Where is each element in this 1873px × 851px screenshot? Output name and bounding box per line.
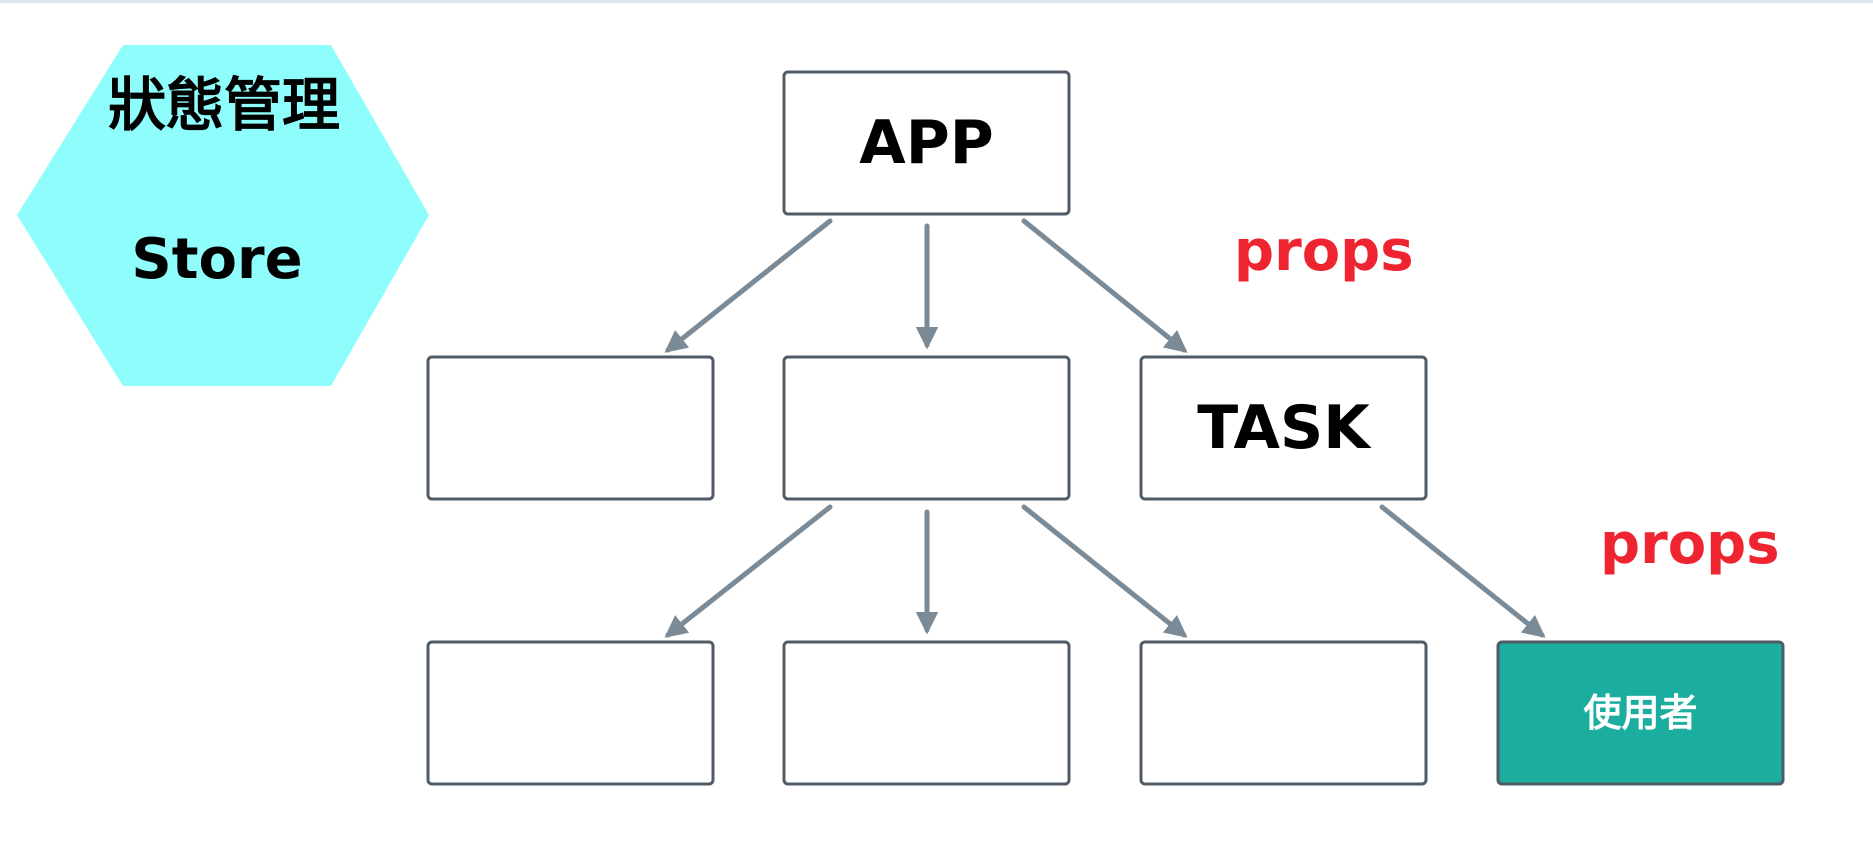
edge-label-app-to-task: props — [1234, 219, 1414, 284]
node-level1-left — [426, 355, 715, 501]
arrow-level1-middle-to-level2-a — [664, 504, 833, 638]
edge-labels-layer: props props — [1234, 219, 1780, 577]
node-label-task: TASK — [1197, 393, 1372, 463]
node-box-level2-c — [1139, 640, 1428, 786]
node-label-user: 使用者 — [1583, 691, 1697, 735]
node-box-task — [1139, 355, 1428, 501]
node-level2-b — [782, 640, 1071, 786]
arrow-level1-middle-to-level2-c — [1021, 504, 1188, 638]
edge-label-task-to-user: props — [1600, 512, 1780, 577]
top-divider — [0, 0, 1873, 3]
node-box-level2-b — [782, 640, 1071, 786]
store-title-zh: 狀態管理 — [108, 71, 340, 139]
node-app: APP — [782, 70, 1071, 216]
node-box-level1-left — [426, 355, 715, 501]
arrow-task-to-user — [1379, 504, 1546, 638]
node-box-level1-middle — [782, 355, 1071, 501]
node-level2-c — [1139, 640, 1428, 786]
node-box-level2-a — [426, 640, 715, 786]
nodes-layer: APP TASK 使用者 — [426, 70, 1785, 786]
store-title-en: Store — [131, 227, 302, 292]
edges-layer — [664, 218, 1546, 638]
store-hexagon-shape — [17, 45, 429, 386]
node-label-app: APP — [859, 108, 993, 178]
arrow-app-to-level1-left — [664, 218, 833, 353]
node-box-user — [1496, 640, 1785, 786]
store-hexagon: 狀態管理 Store — [17, 45, 429, 386]
node-level2-a — [426, 640, 715, 786]
arrow-app-to-task — [1021, 218, 1188, 353]
node-box-app — [782, 70, 1071, 216]
node-task: TASK — [1139, 355, 1428, 501]
node-level1-middle — [782, 355, 1071, 501]
node-user: 使用者 — [1496, 640, 1785, 786]
